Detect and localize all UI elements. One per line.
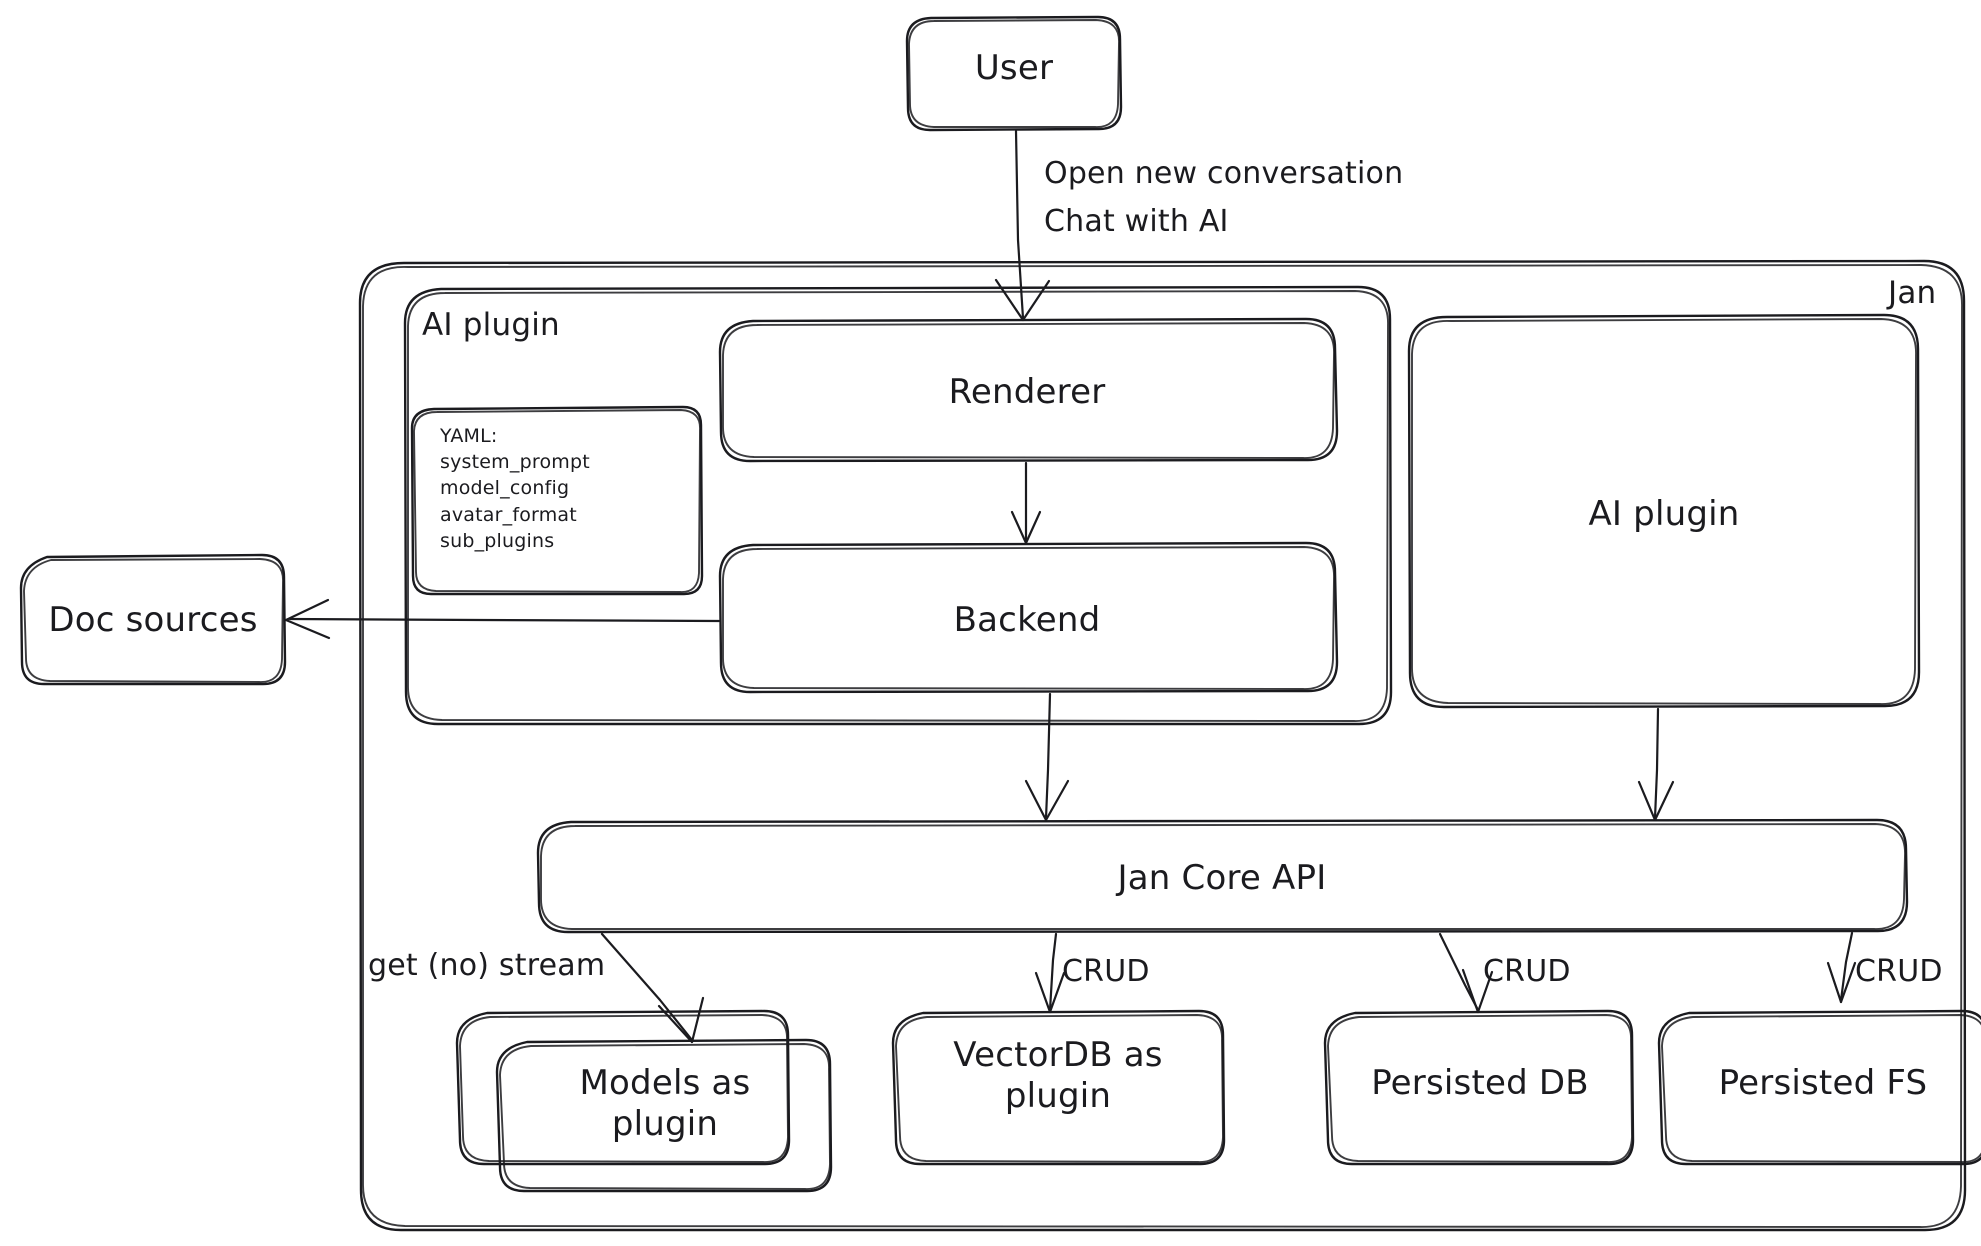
persisted-fs-node-label: Persisted FS: [1718, 1063, 1928, 1103]
renderer-node-shape[interactable]: [718, 317, 1339, 463]
edge-label-get-no-stream: get (no) stream: [368, 948, 606, 983]
edge-backend-to-core-api: [1024, 692, 1070, 822]
renderer-node-label: Renderer: [948, 372, 1106, 412]
doc-sources-node-shape[interactable]: [19, 553, 287, 686]
edge-core-api-to-vectordb: [1034, 932, 1066, 1014]
ai-plugin-group-label: AI plugin: [422, 307, 560, 343]
backend-node-label: Backend: [953, 600, 1101, 640]
edge-user-to-renderer: [994, 129, 1051, 322]
yaml-note-text: YAML: system_prompt model_config avatar_…: [440, 425, 590, 552]
edge-core-api-to-persisted-fs: [1826, 931, 1857, 1004]
jan-core-api-node-shape[interactable]: [536, 818, 1909, 934]
models-as-plugin-node-label: Models as plugin: [579, 1063, 751, 1145]
edge-label-open-new-conversation: Open new conversation: [1044, 156, 1404, 191]
persisted-fs-node-shape[interactable]: [1657, 1009, 1981, 1166]
edge-ai-plugin-to-core-api: [1637, 707, 1675, 822]
models-as-plugin-node-shape[interactable]: [495, 1038, 833, 1193]
yaml-note-shape[interactable]: [410, 405, 704, 596]
vectordb-as-plugin-node-shape[interactable]: [891, 1009, 1226, 1166]
jan-container-label: Jan: [1888, 275, 1937, 311]
ai-plugin-right-node-shape[interactable]: [1407, 313, 1921, 709]
backend-node-shape[interactable]: [718, 541, 1339, 694]
ai-plugin-group-shape[interactable]: [403, 285, 1393, 726]
vectordb-as-plugin-node-label: VectorDB as plugin: [953, 1035, 1163, 1117]
edge-core-api-to-models: [600, 932, 705, 1044]
edge-backend-to-doc-sources: [284, 598, 721, 640]
models-as-plugin-back-shape: [455, 1009, 791, 1166]
edge-label-crud-vectordb: CRUD: [1062, 954, 1150, 989]
edge-label-crud-persisted-fs: CRUD: [1855, 954, 1943, 989]
edge-renderer-to-backend: [1010, 461, 1042, 545]
persisted-db-node-shape[interactable]: [1323, 1009, 1635, 1166]
jan-container-shape[interactable]: [358, 259, 1967, 1232]
doc-sources-node-label: Doc sources: [48, 600, 258, 640]
jan-core-api-node-label: Jan Core API: [1117, 858, 1327, 898]
persisted-db-node-label: Persisted DB: [1371, 1063, 1589, 1103]
edge-label-crud-persisted-db: CRUD: [1483, 954, 1571, 989]
user-node-label: User: [974, 48, 1054, 88]
edge-label-chat-with-ai: Chat with AI: [1044, 204, 1229, 239]
user-node-shape[interactable]: [905, 15, 1123, 132]
ai-plugin-right-node-label: AI plugin: [1588, 494, 1740, 534]
edge-core-api-to-persisted-db: [1438, 932, 1494, 1014]
